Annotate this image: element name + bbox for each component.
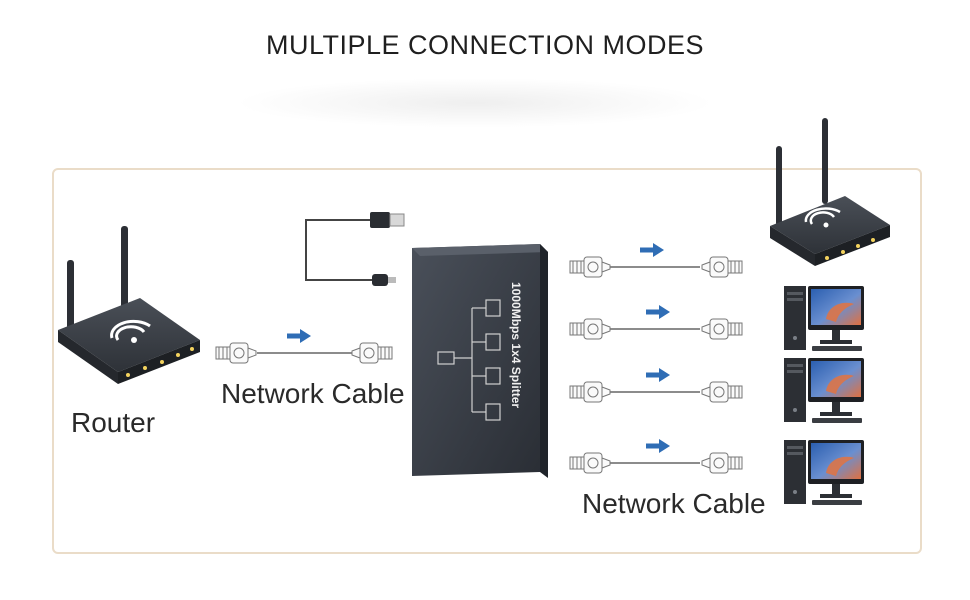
ethernet-plug-icon xyxy=(701,318,743,340)
arrow-right-icon xyxy=(646,368,670,382)
arrow-right-icon xyxy=(287,329,311,343)
arrow-right-icon xyxy=(646,439,670,453)
usb-cable-icon xyxy=(305,212,405,286)
arrow-right-icon xyxy=(640,243,664,257)
ethernet-plug-icon xyxy=(215,342,257,364)
network-cable-out-4 xyxy=(569,439,743,474)
arrow-right-icon xyxy=(646,305,670,319)
network-cable-out-1 xyxy=(569,243,743,278)
network-cable-out-3 xyxy=(569,368,743,403)
network-cable-in xyxy=(215,329,393,364)
ethernet-plug-icon xyxy=(569,381,611,403)
network-cable-out-label: Network Cable xyxy=(582,488,766,519)
desktop-computer-icon xyxy=(784,440,864,505)
splitter-label: 1000Mbps 1x4 Splitter xyxy=(509,282,523,408)
ethernet-plug-icon xyxy=(701,381,743,403)
desktop-computer-icon xyxy=(784,358,864,423)
ethernet-plug-icon xyxy=(701,256,743,278)
network-cable-in-label: Network Cable xyxy=(221,378,405,409)
router-icon xyxy=(770,118,890,266)
splitter-device: 1000Mbps 1x4 Splitter xyxy=(412,244,548,478)
splitter-topology-icon xyxy=(437,299,501,421)
network-cable-out-2 xyxy=(569,305,743,340)
ethernet-plug-icon xyxy=(569,256,611,278)
router-icon xyxy=(58,226,200,384)
ethernet-plug-icon xyxy=(701,452,743,474)
desktop-computer-icon xyxy=(784,286,864,351)
page-title: MULTIPLE CONNECTION MODES xyxy=(265,30,705,60)
ethernet-plug-icon xyxy=(351,342,393,364)
title-shadow xyxy=(235,78,715,128)
router-label: Router xyxy=(71,407,156,438)
ethernet-plug-icon xyxy=(569,318,611,340)
ethernet-plug-icon xyxy=(569,452,611,474)
